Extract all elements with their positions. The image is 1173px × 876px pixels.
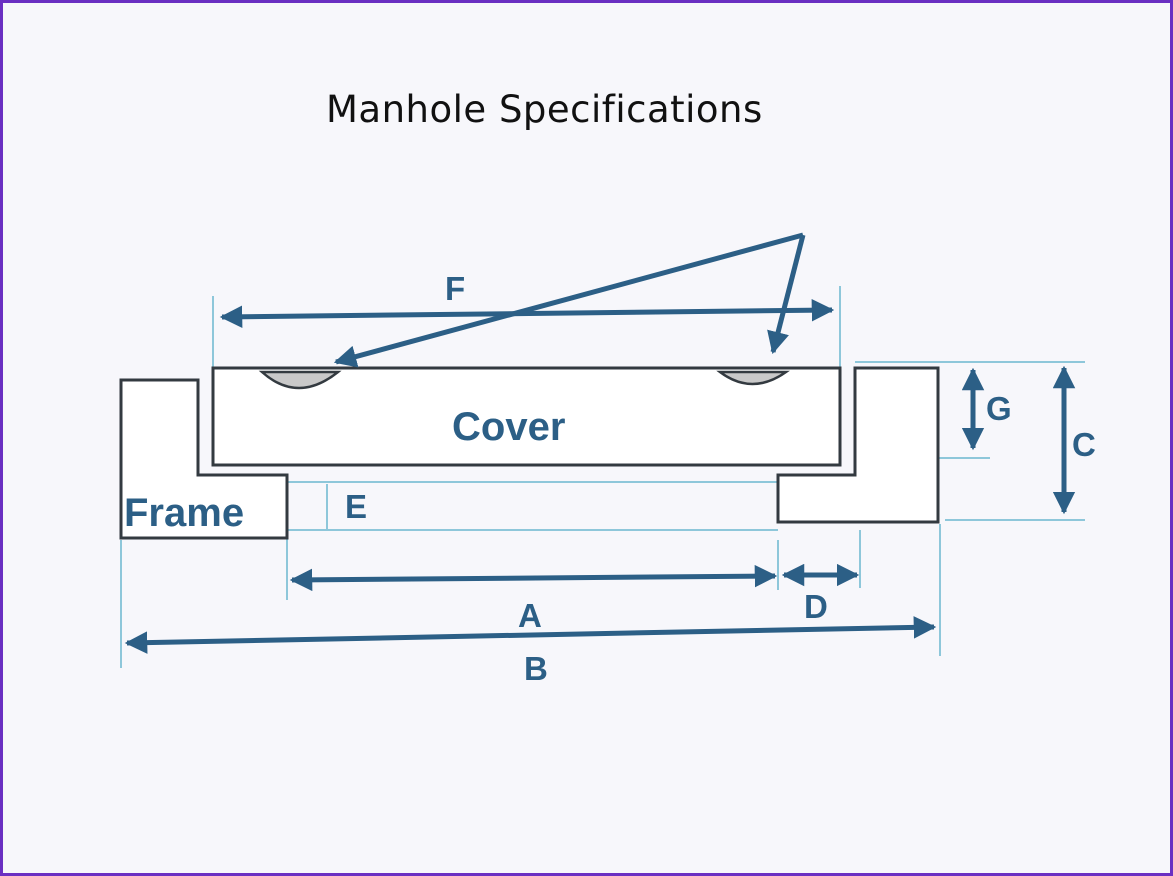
frame-label: Frame <box>124 491 244 535</box>
dimension-F-arrow <box>219 298 835 329</box>
label-B: B <box>524 650 548 687</box>
label-F: F <box>445 270 465 307</box>
cover-label: Cover <box>452 405 565 449</box>
label-C: C <box>1072 426 1096 463</box>
frame-left-section <box>119 378 289 540</box>
frame-right-section <box>776 366 940 524</box>
manhole-outlines <box>119 366 940 540</box>
dimension-arrows <box>124 232 1076 654</box>
pointer-arrow-long <box>333 232 804 368</box>
page-title: Manhole Specifications <box>326 88 763 131</box>
label-D: D <box>804 588 828 625</box>
pointer-arrow <box>767 234 806 355</box>
label-G: G <box>986 390 1012 427</box>
label-A: A <box>518 597 542 634</box>
cover-body <box>211 366 842 467</box>
dimension-A-arrow <box>289 564 778 592</box>
dimension-B-arrow <box>124 616 937 654</box>
left-recess <box>258 370 342 390</box>
label-E: E <box>345 488 367 525</box>
cover-lifting-recesses <box>258 370 790 390</box>
right-recess <box>716 370 790 386</box>
